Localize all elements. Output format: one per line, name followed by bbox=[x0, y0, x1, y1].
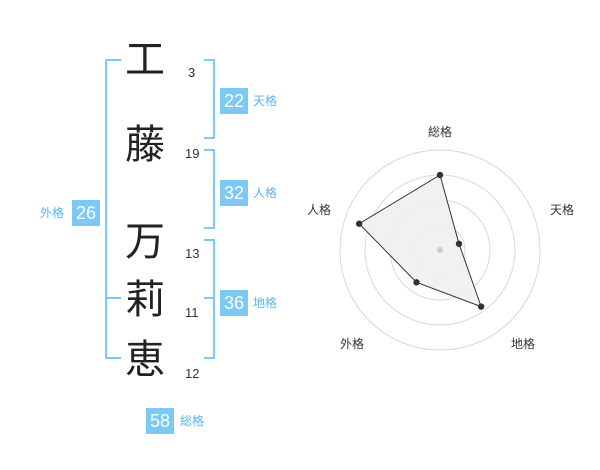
tenkaku-label: 天格 bbox=[253, 94, 278, 108]
radar-axis-label-gaikaku: 外格 bbox=[340, 337, 365, 351]
name-char-2: 藤 bbox=[125, 122, 165, 168]
radar-axis-label-chikaku: 地格 bbox=[511, 337, 536, 351]
radar-series-area bbox=[358, 174, 482, 308]
radar-point-2 bbox=[455, 240, 463, 248]
stroke-count-1: 3 bbox=[188, 65, 196, 80]
radar-point-1 bbox=[436, 171, 444, 179]
tenkaku-value: 22 bbox=[220, 88, 248, 114]
radar-point-5 bbox=[355, 220, 363, 227]
jinkaku-label: 人格 bbox=[253, 186, 278, 200]
soukaku-value: 58 bbox=[146, 408, 174, 434]
stroke-count-3: 13 bbox=[185, 246, 200, 261]
name-char-5: 恵 bbox=[125, 337, 165, 383]
radar-axis-label-soukaku: 総格 bbox=[428, 125, 453, 139]
radar-axis-label-tenkaku: 天格 bbox=[550, 203, 575, 217]
chikaku-label: 地格 bbox=[253, 296, 278, 310]
jinkaku-value: 32 bbox=[220, 180, 248, 206]
radar-point-3 bbox=[477, 303, 485, 310]
gaikaku-value: 26 bbox=[72, 200, 100, 226]
gaikaku-label: 外格 bbox=[40, 206, 65, 220]
radar-ring bbox=[339, 149, 541, 351]
name-char-4: 莉 bbox=[125, 277, 165, 323]
stroke-count-2: 19 bbox=[185, 146, 200, 161]
soukaku-label: 総格 bbox=[180, 414, 205, 428]
radar-center bbox=[437, 247, 443, 253]
stroke-count-4: 11 bbox=[185, 305, 199, 320]
chikaku-value: 36 bbox=[220, 290, 248, 316]
name-char-3: 万 bbox=[125, 219, 165, 265]
name-char-1: 工 bbox=[125, 37, 165, 83]
radar-point-4 bbox=[413, 279, 420, 286]
radar-axis-label-jinkaku: 人格 bbox=[307, 203, 332, 217]
stroke-count-5: 12 bbox=[185, 366, 200, 381]
